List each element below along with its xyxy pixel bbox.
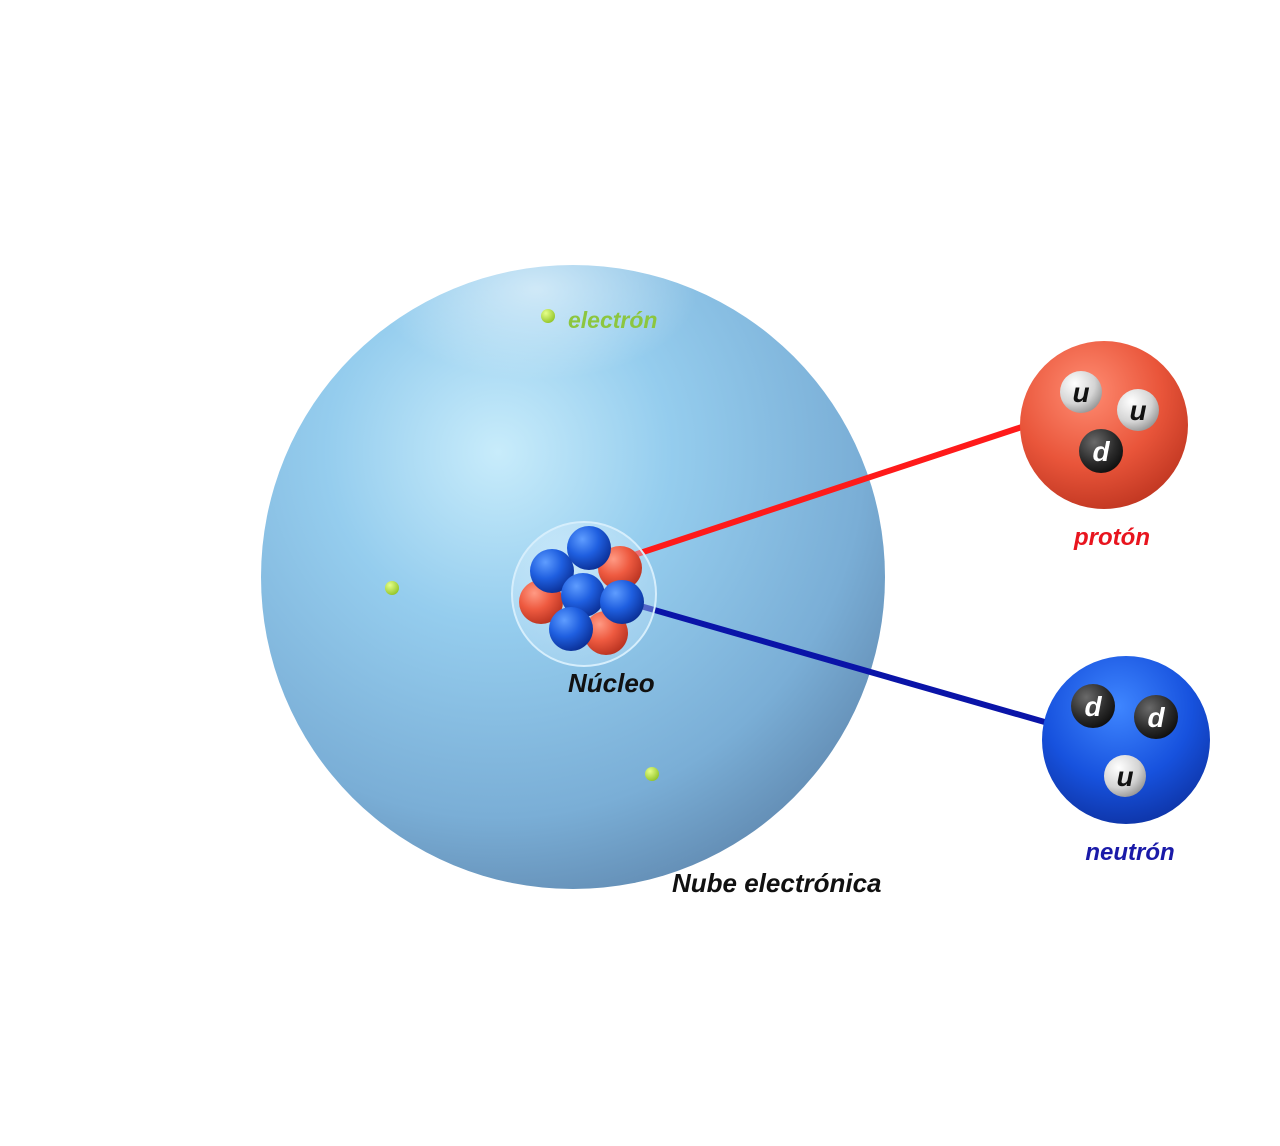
- quark-label: u: [1072, 377, 1089, 408]
- quark-u: [1060, 371, 1102, 413]
- electron-dot: [385, 581, 399, 595]
- quark-label: d: [1147, 702, 1165, 733]
- cloud-label: Nube electrónica: [672, 868, 882, 898]
- quark-label: u: [1129, 395, 1146, 426]
- proton-label: protón: [1073, 524, 1150, 551]
- quark-label: u: [1116, 761, 1133, 792]
- electron-dot: [645, 767, 659, 781]
- quark-label: d: [1084, 691, 1102, 722]
- electron-dot: [541, 309, 555, 323]
- nucleon-neutron: [567, 526, 611, 570]
- quark-d: [1134, 695, 1178, 739]
- nucleon-neutron: [530, 549, 574, 593]
- proton-sphere: [1020, 341, 1188, 509]
- quark-d: [1071, 684, 1115, 728]
- nucleon-neutron: [600, 580, 644, 624]
- quark-u: [1104, 755, 1146, 797]
- quark-label: d: [1092, 436, 1110, 467]
- quark-u: [1117, 389, 1159, 431]
- nucleus-label: Núcleo: [568, 668, 655, 698]
- proton-connector-line: [622, 418, 1043, 561]
- nucleon-neutron: [549, 607, 593, 651]
- nucleon-neutron: [561, 573, 605, 617]
- neutron-sphere: [1042, 656, 1210, 824]
- electron-label: electrón: [568, 307, 657, 333]
- cloud-highlight: [330, 250, 790, 510]
- neutron-label: neutrón: [1085, 839, 1174, 866]
- quark-d: [1079, 429, 1123, 473]
- proton-enlarged: u u d: [1020, 341, 1188, 509]
- neutron-enlarged: d d u: [1042, 656, 1210, 824]
- neutron-connector-line: [627, 600, 1065, 730]
- nucleus: [519, 526, 644, 655]
